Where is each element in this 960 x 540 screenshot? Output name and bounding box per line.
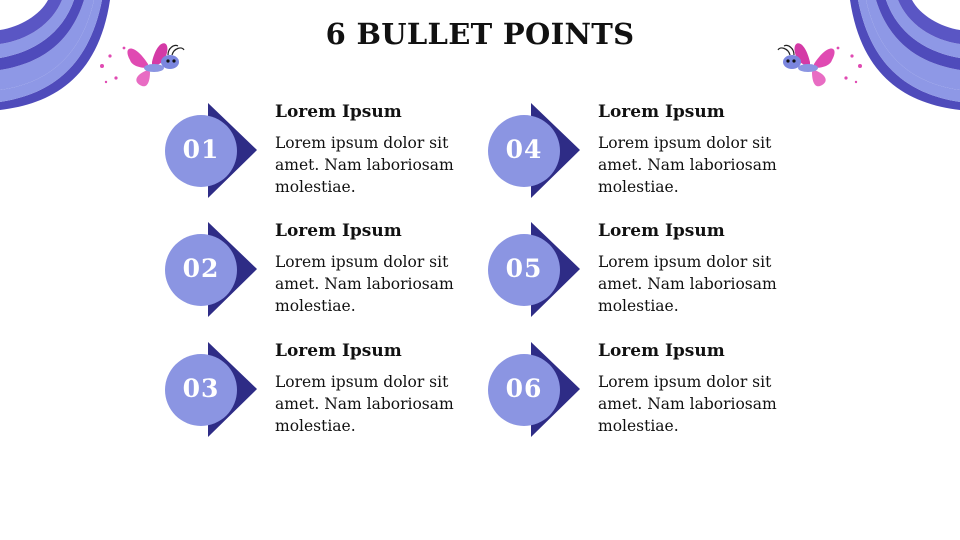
item-heading: Lorem Ipsum [598, 341, 725, 361]
item-number: 01 [182, 135, 220, 164]
arrow-badge-icon [165, 342, 257, 437]
bullet-item-01: 01 Lorem Ipsum Lorem ipsum dolor sit ame… [165, 102, 485, 202]
butterfly-left-icon [100, 43, 185, 87]
item-number: 05 [505, 254, 543, 283]
item-heading: Lorem Ipsum [598, 102, 725, 122]
arrow-badge-icon [165, 103, 257, 198]
arrow-badge-icon [488, 342, 580, 437]
bullet-item-03: 03 Lorem Ipsum Lorem ipsum dolor sit ame… [165, 341, 485, 441]
item-heading: Lorem Ipsum [275, 341, 402, 361]
arrow-badge-icon [488, 222, 580, 317]
corner-bands-left [0, 0, 110, 110]
item-body: Lorem ipsum dolor sit amet. Nam laborios… [275, 134, 454, 196]
item-body: Lorem ipsum dolor sit amet. Nam laborios… [275, 373, 454, 435]
slide-title: 6 BULLET POINTS [325, 17, 635, 51]
item-body: Lorem ipsum dolor sit amet. Nam laborios… [598, 253, 777, 315]
arrow-badge-icon [165, 222, 257, 317]
bullet-item-06: 06 Lorem Ipsum Lorem ipsum dolor sit ame… [488, 341, 808, 441]
bullet-item-02: 02 Lorem Ipsum Lorem ipsum dolor sit ame… [165, 221, 485, 321]
item-number: 04 [505, 135, 543, 164]
bullet-item-05: 05 Lorem Ipsum Lorem ipsum dolor sit ame… [488, 221, 808, 321]
item-heading: Lorem Ipsum [275, 221, 402, 241]
item-number: 03 [182, 374, 220, 403]
item-number: 06 [505, 374, 543, 403]
item-heading: Lorem Ipsum [598, 221, 725, 241]
arrow-badge-icon [488, 103, 580, 198]
item-body: Lorem ipsum dolor sit amet. Nam laborios… [275, 253, 454, 315]
item-body: Lorem ipsum dolor sit amet. Nam laborios… [598, 134, 777, 196]
bullet-item-04: 04 Lorem Ipsum Lorem ipsum dolor sit ame… [488, 102, 808, 202]
item-heading: Lorem Ipsum [275, 102, 402, 122]
item-number: 02 [182, 254, 220, 283]
corner-bands-right [850, 0, 960, 110]
butterfly-right-icon [777, 43, 862, 87]
item-body: Lorem ipsum dolor sit amet. Nam laborios… [598, 373, 777, 435]
